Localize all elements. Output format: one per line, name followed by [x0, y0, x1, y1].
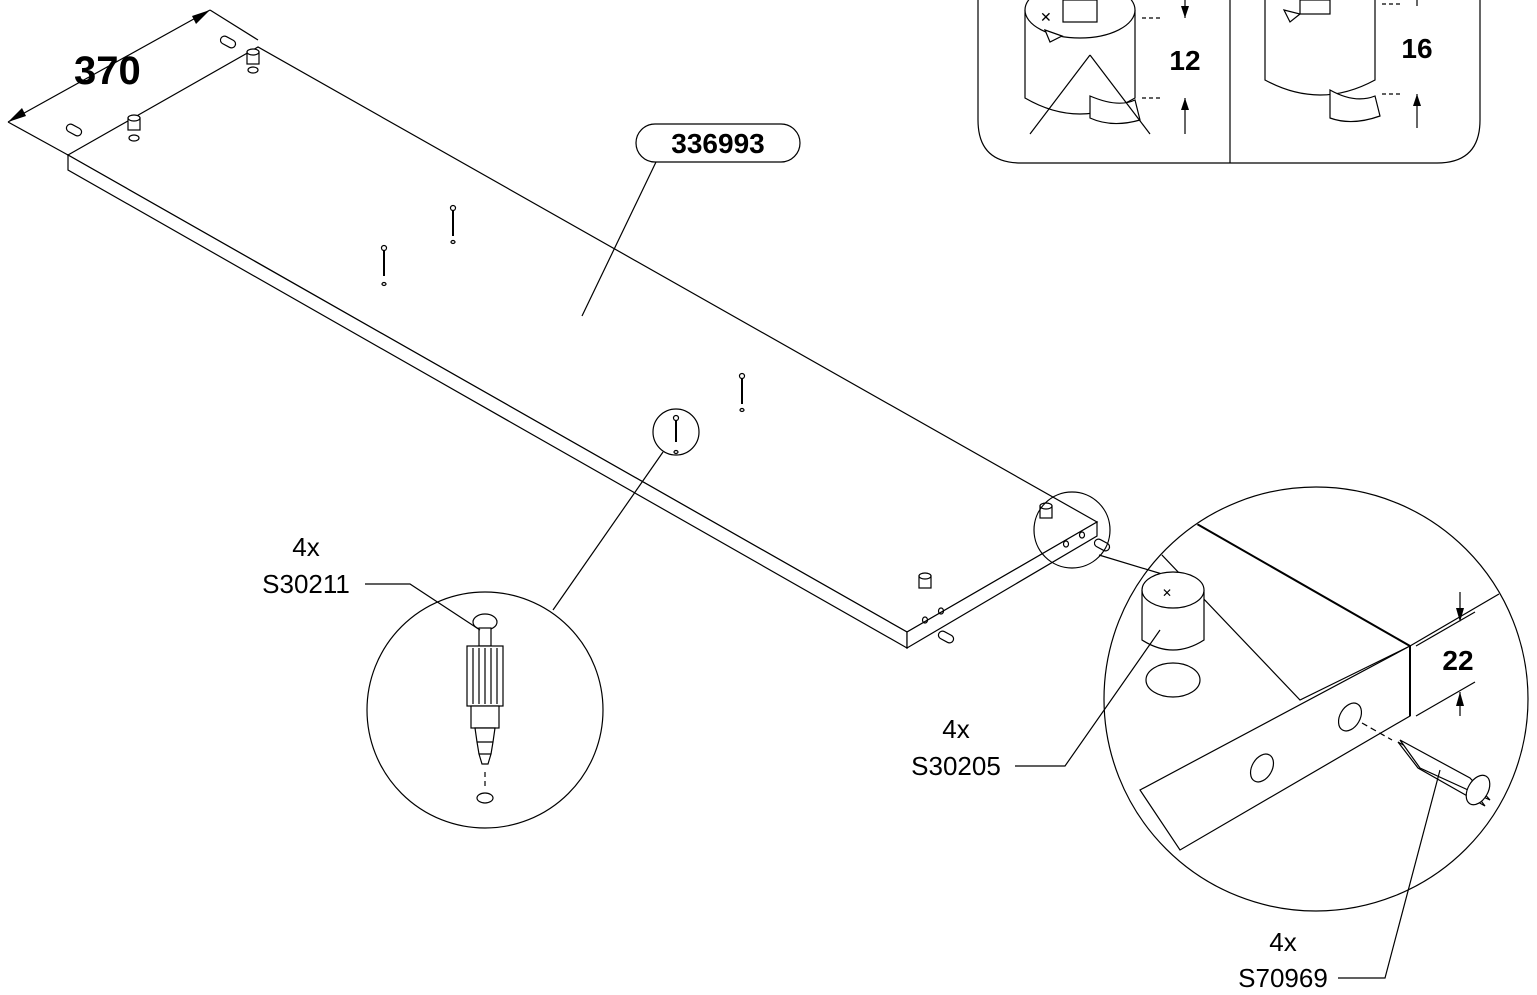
cam-lock-icon: ✕ [1024, 0, 1160, 135]
end-edge-holes [921, 531, 1086, 624]
cam-lock-icon [127, 48, 1053, 589]
cam-bolt-detail [366, 408, 700, 829]
svg-text:✕: ✕ [1162, 586, 1172, 600]
wooden-dowel-icon [65, 35, 1111, 644]
cam-bolt-icon [466, 613, 504, 804]
callout-part-code: S30211 [262, 569, 350, 599]
cam-depth-16-label: 16 [1401, 33, 1432, 64]
callout-s30211: 4x S30211 [262, 532, 481, 631]
part-number-badge [635, 123, 801, 163]
callout-quantity: 4x [942, 714, 969, 744]
callout-quantity: 4x [292, 532, 319, 562]
cam-lock-icon: ✕ [1141, 571, 1205, 698]
part-number-callout: 336993 [581, 123, 801, 317]
callout-quantity: 4x [1269, 927, 1296, 957]
cam-depth-inset: ✕ 12 16 [977, 0, 1481, 164]
cam-depth-12-label: 12 [1169, 45, 1200, 76]
callout-s70969: 4x S70969 [1238, 769, 1441, 993]
bore-hole [1337, 702, 1363, 732]
bore-hole [1249, 753, 1275, 783]
cam-bolt-icon [380, 204, 746, 455]
callout-part-code: S30205 [911, 751, 1001, 781]
board-end-detail: ✕ 22 [1033, 486, 1529, 912]
callout-part-code: S70969 [1238, 963, 1328, 993]
panel-end-edge [906, 520, 1098, 650]
wooden-dowel-icon [1397, 739, 1491, 807]
panel-top-face [66, 46, 1099, 633]
callout-s30205: 4x S30205 [911, 629, 1161, 781]
width-dimension: 370 [7, 9, 259, 156]
shelf-panel [66, 46, 1099, 650]
thickness-dimension-label: 22 [1442, 645, 1473, 676]
panel-part-number: 336993 [671, 128, 764, 159]
svg-text:✕: ✕ [1040, 9, 1052, 25]
cam-lock-icon [1264, 0, 1400, 123]
width-dimension-label: 370 [74, 49, 141, 93]
